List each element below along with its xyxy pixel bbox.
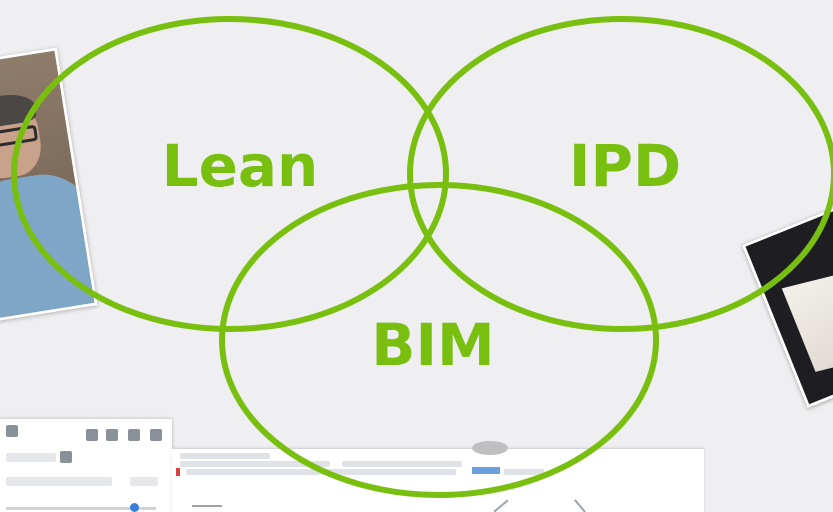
software-screenshot-toolbar	[0, 418, 173, 512]
venn-circle-lean	[11, 16, 449, 332]
toolbar-icon	[6, 425, 18, 437]
toolbar-icon	[150, 429, 162, 441]
toolbar-row	[6, 453, 56, 462]
toolbar-row	[6, 477, 112, 486]
venn-label-bim: BIM	[371, 311, 495, 379]
table-header-bar	[180, 461, 330, 467]
table-header-bar	[180, 453, 270, 459]
toolbar-slider	[6, 507, 156, 510]
toolbar-icon	[86, 429, 98, 441]
toolbar-icon	[60, 451, 72, 463]
venn-circle-bim	[219, 182, 659, 498]
venn-circle-ipd	[407, 16, 833, 332]
table-selected-cell	[472, 467, 500, 474]
table-row	[504, 469, 544, 475]
toolbar-icon	[106, 429, 118, 441]
drawing-line	[192, 505, 222, 507]
screenshot-artifact	[472, 441, 508, 455]
venn-label-lean: Lean	[162, 132, 319, 200]
toolbar-row	[130, 477, 158, 486]
table-header-bar	[342, 461, 462, 467]
toolbar-slider-knob	[130, 503, 139, 512]
table-row-marker	[176, 468, 180, 476]
toolbar-icon	[128, 429, 140, 441]
venn-label-ipd: IPD	[569, 132, 681, 200]
